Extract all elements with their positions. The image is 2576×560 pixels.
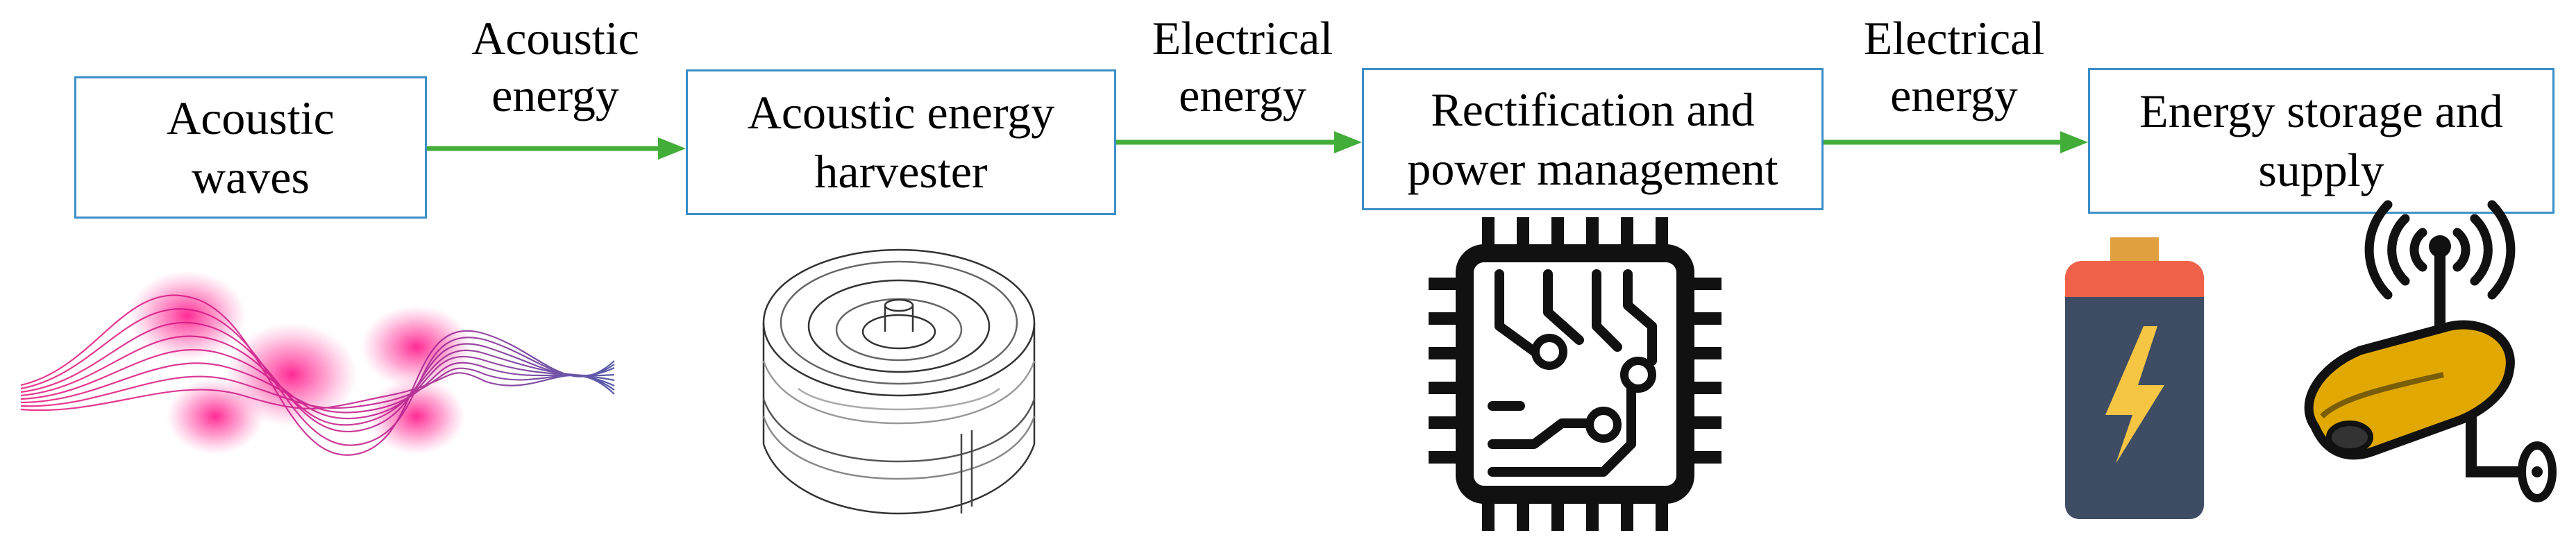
- battery-icon: [2065, 237, 2204, 519]
- node-storage: Energy storage and supply: [2088, 68, 2554, 214]
- chip-icon: [1429, 217, 1721, 531]
- wireless-camera-icon: [2304, 200, 2557, 502]
- arrow-1: [427, 137, 686, 160]
- arrow-3: [1824, 131, 2088, 153]
- edge-label-acoustic-energy: Acoustic energy: [471, 12, 639, 121]
- node-rectification: Rectification and power management: [1362, 68, 1824, 210]
- arrow-2: [1116, 131, 1362, 153]
- resonator-illustration: [762, 248, 1036, 515]
- edge-label-electrical-energy-2: Electrical energy: [1863, 12, 2045, 121]
- node-acoustic-waves: Acoustic waves: [74, 76, 427, 219]
- node-harvester: Acoustic energy harvester: [686, 69, 1116, 215]
- wave-illustration: [20, 271, 615, 456]
- edge-label-electrical-energy-1: Electrical energy: [1152, 12, 1333, 121]
